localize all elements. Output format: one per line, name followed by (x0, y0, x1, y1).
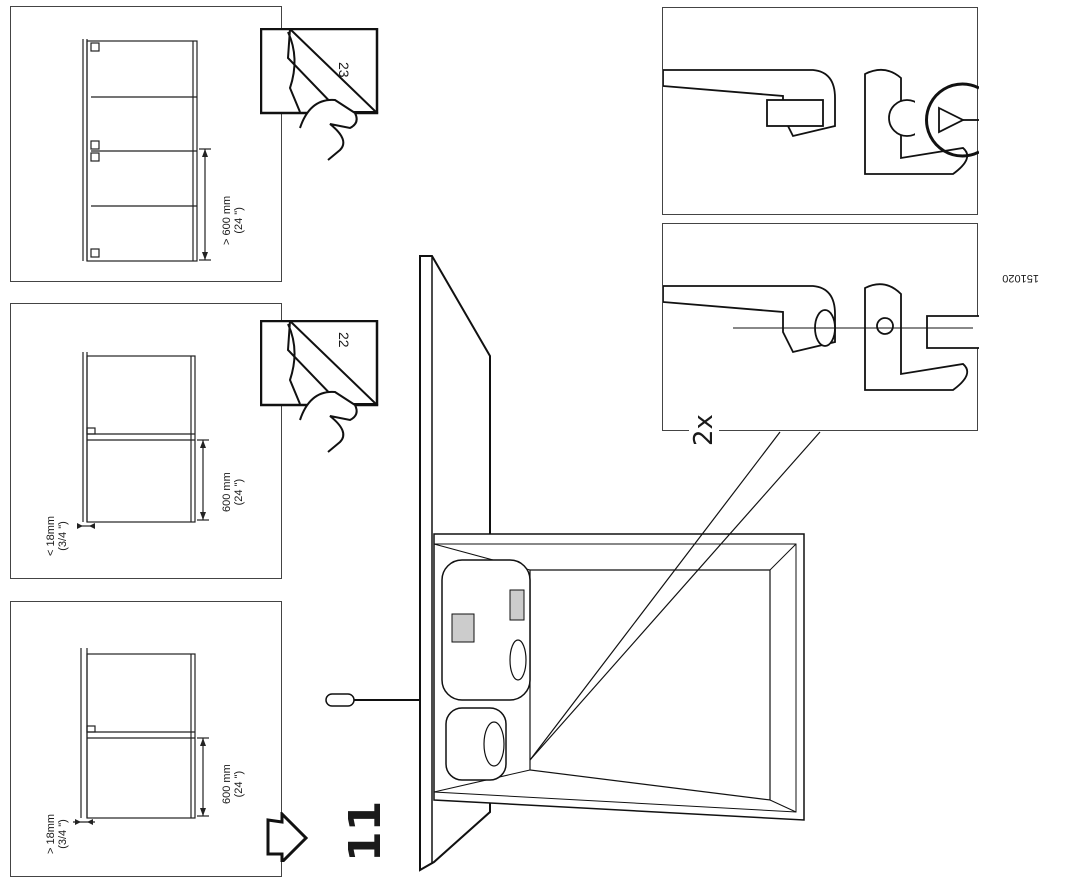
page-ref-number: 22 (336, 332, 352, 348)
bracket-parts-diagram (663, 283, 979, 391)
option-panel-600-lt18: 600 mm (24 ") < 18mm (3/4 ") (10, 303, 282, 579)
detail-panel-screwing (662, 7, 979, 215)
page-reference-22[interactable]: 22 (260, 320, 379, 453)
cabinet-diagram-600-gt18 (73, 648, 209, 825)
option-panel-gt600: > 600 mm (24 ") (10, 6, 282, 282)
page-turn-hand-icon (11, 7, 283, 283)
rotate-arrow-icon (925, 82, 979, 158)
thickness-label: > 18mm (3/4 ") (45, 813, 69, 854)
page-turn-hand-icon (260, 320, 379, 453)
detail-panel-parts: 151020 2x (662, 223, 1039, 450)
cabinet-diagram-gt600 (82, 39, 211, 262)
page-ref-number: 23 (336, 62, 352, 78)
part-number: 151020 (1002, 272, 1039, 284)
next-arrow-icon (266, 812, 309, 862)
option-panel-600-gt18: 600 mm (24 ") > 18mm (3/4 ") (10, 601, 282, 877)
dimension-label: 600 mm (24 ") (221, 764, 245, 804)
bracket-screw-diagram (663, 68, 979, 175)
dimension-label: 600 mm (24 ") (221, 472, 245, 512)
thickness-label: < 18mm (3/4 ") (45, 515, 69, 556)
page-turn-hand-icon (260, 28, 379, 161)
step-number: 11 (340, 800, 391, 862)
quantity-label: 2x (689, 410, 719, 450)
page-reference-23[interactable]: 23 (260, 28, 379, 161)
cabinet-diagram-600-lt18 (77, 352, 209, 529)
